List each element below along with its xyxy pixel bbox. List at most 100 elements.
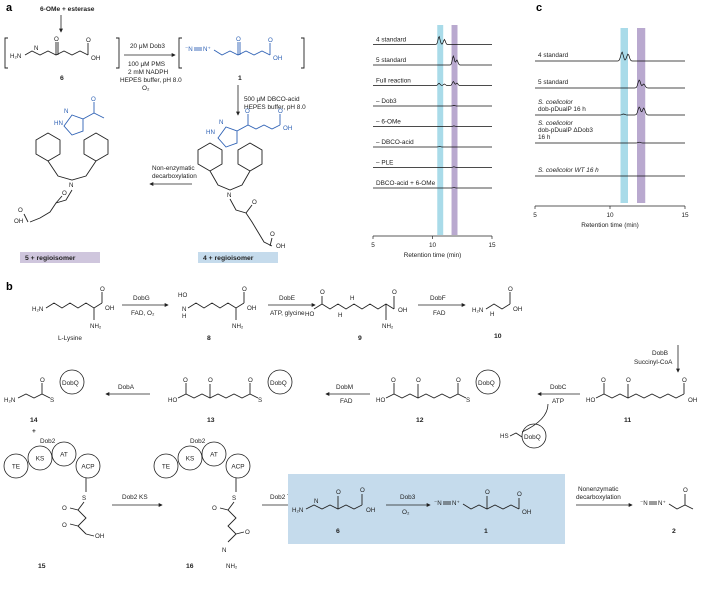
dom16-domain-2: AT — [210, 452, 218, 459]
svg-text:S: S — [466, 397, 470, 404]
svg-text:N: N — [182, 306, 186, 313]
svg-text:O: O — [86, 37, 91, 44]
cond-dob3-1: 100 μM PMS — [128, 61, 165, 68]
box-blue — [198, 252, 278, 263]
trace-a-4 — [373, 125, 492, 127]
svg-text:O: O — [212, 505, 217, 512]
svg-text:OH: OH — [276, 243, 285, 250]
cond-dob3-2: 2 mM NADPH — [128, 69, 169, 76]
svg-text:H₂N: H₂N — [4, 397, 15, 404]
trace-a-1 — [373, 54, 492, 66]
dom16-circle-1 — [177, 445, 203, 471]
dom16-domain-1: KS — [186, 456, 195, 463]
svg-text:OH: OH — [247, 305, 256, 312]
trace-c-2 — [535, 106, 685, 116]
dob2-label-16: Dob2 — [190, 438, 206, 445]
label-10: 10 — [494, 333, 502, 340]
enz-dobE: DobE — [279, 295, 295, 302]
dobq-circle-free — [521, 423, 547, 449]
svg-text:O: O — [485, 489, 490, 496]
xtick-label-c-2: 15 — [681, 212, 689, 219]
label-4-regioisomer: 4 + regioisomer — [203, 255, 254, 262]
dobq-circle-12 — [475, 369, 501, 395]
svg-text:N: N — [34, 45, 38, 52]
svg-text:O: O — [18, 207, 23, 214]
enz-dobF: DobF — [430, 295, 446, 302]
svg-text:N: N — [219, 119, 223, 126]
svg-text:HO: HO — [305, 311, 314, 318]
dobq-free-label: DobQ — [524, 434, 541, 441]
trace-a-6 — [373, 166, 492, 168]
structure-16: S O O N NH₂ — [212, 478, 250, 570]
label-11: 11 — [624, 417, 631, 424]
svg-text:O: O — [278, 108, 283, 115]
svg-text:O: O — [252, 199, 257, 206]
svg-text:O: O — [683, 487, 688, 494]
svg-text:H₂N: H₂N — [472, 307, 483, 314]
label-14: 14 — [30, 417, 38, 424]
structure-11: HO O O O OH — [586, 377, 697, 404]
svg-text:OH: OH — [105, 305, 114, 312]
cond-dbco-1: HEPES buffer, pH 8.0 — [244, 104, 306, 111]
svg-text:S: S — [232, 495, 236, 502]
svg-text:O: O — [268, 37, 273, 44]
enz-dobE-c: ATP, glycine — [270, 310, 305, 317]
trace-a-label-0: 4 standard — [376, 37, 407, 44]
svg-text:O: O — [183, 377, 188, 384]
cond-dbco-0: 500 μM DBCO-acid — [244, 96, 300, 103]
svg-text:O: O — [456, 377, 461, 384]
svg-text:OH: OH — [283, 125, 292, 132]
trace-c-3 — [535, 141, 685, 144]
svg-text:H₂N: H₂N — [32, 306, 43, 313]
trace-a-label-3: – Dob3 — [376, 98, 397, 105]
enz-dobB: DobB — [652, 350, 668, 357]
svg-text:OH: OH — [366, 507, 375, 514]
xtick-label-a-1: 10 — [429, 242, 437, 249]
structure-2: ⁻N N⁺ O — [640, 487, 694, 510]
svg-text:H: H — [490, 311, 494, 318]
svg-text:HN: HN — [206, 129, 215, 136]
dobq-circle-13 — [267, 369, 293, 395]
band-purple-c — [637, 28, 646, 203]
label-5-regioisomer: 5 + regioisomer — [25, 255, 76, 262]
dob2-label-15: Dob2 — [40, 438, 56, 445]
xtick-label-c-1: 10 — [606, 212, 614, 219]
cond-dob3-0: 20 μM Dob3 — [130, 43, 165, 50]
enz-dob3-c: O₂ — [402, 509, 410, 516]
dom16-circle-2 — [201, 441, 227, 467]
trace-a-label-2: Full reaction — [376, 78, 411, 85]
trace-a-label-5: – DBCO-acid — [376, 139, 414, 146]
label-6: 6 — [60, 75, 64, 82]
svg-text:OH: OH — [273, 55, 282, 62]
cond-dob3-4: O₂ — [142, 85, 150, 92]
structure-lysine: H₂N NH₂ O OH — [32, 286, 114, 330]
enz-dob2ks: Dob2 KS — [122, 494, 148, 501]
structure-9: O HO H H NH₂ O OH — [305, 289, 407, 330]
svg-text:O: O — [62, 190, 67, 197]
svg-text:OH: OH — [95, 533, 104, 540]
panel-c-letter: c — [536, 2, 542, 14]
label-16: 16 — [186, 563, 194, 570]
dom16-circle-0 — [153, 453, 179, 479]
structure-13: HO O O O S — [168, 377, 262, 404]
label-1-b: 1 — [484, 528, 488, 535]
svg-text:OH: OH — [513, 306, 522, 313]
plus-sign: + — [32, 428, 36, 435]
label-12: 12 — [416, 417, 424, 424]
xtick-label-c-0: 5 — [533, 212, 537, 219]
svg-text:O: O — [62, 505, 67, 512]
label-9: 9 — [358, 335, 362, 342]
trace-c-label-4-0: S. coelicolor WT 16 h — [538, 167, 599, 174]
trace-a-label-7: DBCO-acid + 6-OMe — [376, 180, 436, 187]
svg-text:HN: HN — [54, 120, 63, 127]
dobq-13-label: DobQ — [270, 380, 287, 387]
structure-6: H₂N O O OH N — [4, 36, 120, 69]
svg-text:O: O — [91, 96, 96, 103]
nonenz-a-1: decarboxylation — [152, 173, 197, 180]
trace-c-0 — [535, 51, 685, 62]
svg-text:NH₂: NH₂ — [232, 323, 244, 330]
panel-b-letter: b — [6, 281, 13, 293]
dom15-domain-2: AT — [60, 452, 68, 459]
